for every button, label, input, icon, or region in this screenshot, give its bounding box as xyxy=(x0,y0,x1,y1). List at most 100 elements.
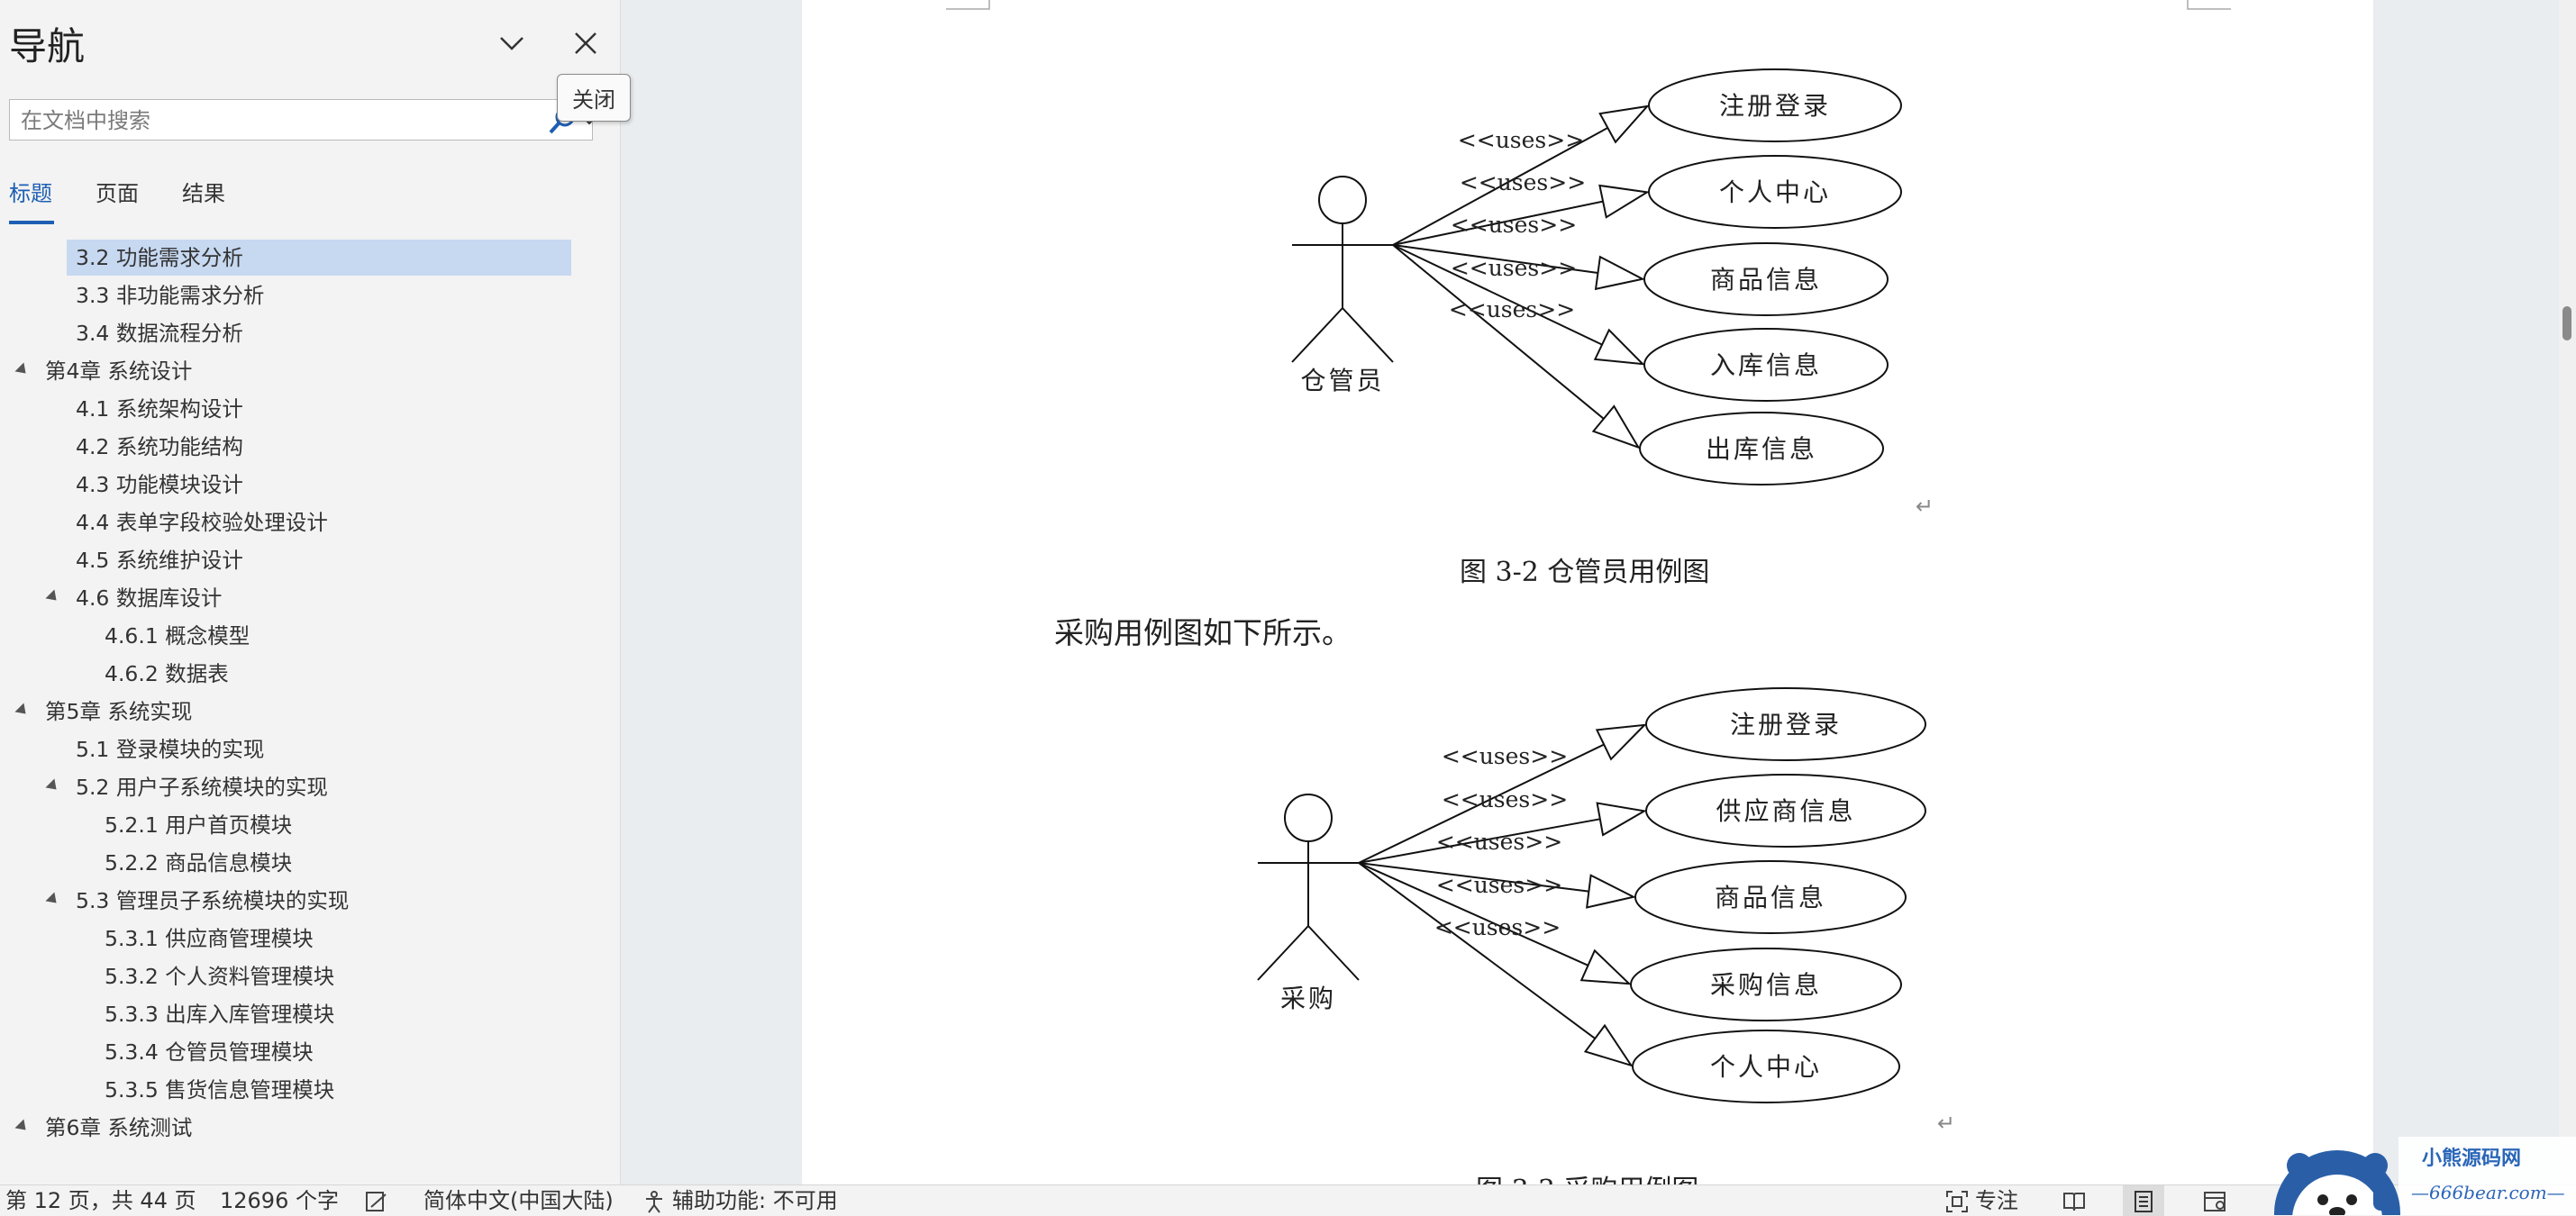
use-case-label: 商品信息 xyxy=(1715,883,1826,912)
page-count[interactable]: 第 12 页，共 44 页 xyxy=(5,1188,196,1213)
outline-item[interactable]: 5.2 用户子系统模块的实现 xyxy=(67,769,328,805)
outline-item[interactable]: 5.3 管理员子系统模块的实现 xyxy=(67,883,349,919)
actor-head xyxy=(1284,794,1333,842)
document-page[interactable] xyxy=(802,0,2373,1184)
outline-item[interactable]: 4.3 功能模块设计 xyxy=(67,467,243,503)
association-arrowhead xyxy=(1586,874,1636,909)
outline-item[interactable]: 4.1 系统架构设计 xyxy=(67,391,243,427)
outline-item[interactable]: 4.6.1 概念模型 xyxy=(96,618,250,654)
outline-item-label: 5.3 管理员子系统模块的实现 xyxy=(76,888,350,913)
outline-item-label: 5.3.5 售货信息管理模块 xyxy=(105,1077,335,1103)
search-input[interactable] xyxy=(10,100,545,141)
outline-item[interactable]: 4.5 系统维护设计 xyxy=(67,542,243,578)
outline-item-label: 5.2.1 用户首页模块 xyxy=(105,812,293,838)
focus-mode-icon[interactable] xyxy=(1944,1189,1970,1214)
body-paragraph: 采购用例图如下所示。 xyxy=(1054,615,1352,650)
proofing-icon[interactable] xyxy=(364,1189,389,1214)
outline-item-label: 5.3.3 出库入库管理模块 xyxy=(105,1002,335,1027)
web-layout-icon[interactable] xyxy=(2202,1189,2227,1214)
outline-item[interactable]: 5.2.2 商品信息模块 xyxy=(96,845,292,881)
actor-label: 仓管员 xyxy=(1300,366,1384,395)
tab-2[interactable]: 结果 xyxy=(182,181,225,206)
document-canvas[interactable] xyxy=(622,0,2576,1184)
use-case-diagram xyxy=(1257,687,1926,1103)
outline-item[interactable]: 3.3 非功能需求分析 xyxy=(67,277,264,313)
outline-item[interactable]: 5.3.5 售货信息管理模块 xyxy=(96,1072,334,1108)
uses-label: <<uses>> xyxy=(1442,786,1568,812)
outline-item[interactable]: 4.4 表单字段校验处理设计 xyxy=(67,504,328,540)
outline-item[interactable]: 5.3.1 供应商管理模块 xyxy=(96,921,314,957)
use-case-label: 供应商信息 xyxy=(1716,796,1855,826)
outline-item[interactable]: 第5章 系统实现 xyxy=(36,694,192,730)
accessibility-icon[interactable] xyxy=(642,1189,667,1214)
outline-item-label: 3.2 功能需求分析 xyxy=(76,245,243,270)
outline-item[interactable]: 3.4 数据流程分析 xyxy=(67,315,243,351)
use-case-label: 注册登录 xyxy=(1719,91,1831,121)
use-case-label: 出库信息 xyxy=(1706,434,1817,464)
chevron-down-icon[interactable] xyxy=(494,25,530,61)
association-arrowhead xyxy=(1598,184,1650,219)
close-icon[interactable] xyxy=(568,25,604,61)
use-case-label: 商品信息 xyxy=(1710,265,1822,295)
vertical-scrollbar[interactable] xyxy=(2559,0,2576,1184)
uses-label: <<uses>> xyxy=(1449,296,1575,322)
page-corner-mark xyxy=(2187,0,2231,10)
figure-caption-1: 图 3-2 仓管员用例图 xyxy=(1460,557,1710,588)
association-arrowhead xyxy=(1598,104,1650,144)
outline-item[interactable]: 5.3.4 仓管员管理模块 xyxy=(96,1034,314,1070)
print-layout-button[interactable] xyxy=(2123,1185,2164,1216)
tab-1[interactable]: 页面 xyxy=(96,181,139,206)
outline-item-label: 3.4 数据流程分析 xyxy=(76,321,243,346)
outline-item-label: 第4章 系统设计 xyxy=(45,358,193,384)
actor-label: 采购 xyxy=(1280,984,1336,1013)
association-arrowhead xyxy=(1591,404,1641,449)
outline-item-label: 4.1 系统架构设计 xyxy=(76,396,243,422)
outline-item-label: 4.6.1 概念模型 xyxy=(105,623,250,649)
association-line xyxy=(1358,862,1589,893)
association-arrowhead xyxy=(1579,948,1632,985)
use-case-label: 个人中心 xyxy=(1719,177,1831,207)
outline-item[interactable]: 5.3.3 出库入库管理模块 xyxy=(96,996,334,1032)
actor-leg xyxy=(1342,307,1394,363)
uses-label: <<uses>> xyxy=(1442,743,1568,769)
use-case-label: 个人中心 xyxy=(1710,1052,1822,1082)
outline-item[interactable]: 第6章 系统测试 xyxy=(36,1110,192,1146)
paragraph-mark: ↵ xyxy=(1937,1111,1955,1136)
read-mode-icon[interactable] xyxy=(2062,1189,2087,1214)
watermark-logo xyxy=(2274,1137,2576,1215)
outline-item-label: 第5章 系统实现 xyxy=(45,699,193,724)
association-line xyxy=(1358,743,1605,864)
outline-item[interactable]: 4.2 系统功能结构 xyxy=(67,429,243,465)
language-status[interactable]: 简体中文(中国大陆) xyxy=(423,1188,614,1213)
focus-mode-label[interactable]: 专注 xyxy=(1975,1188,2018,1213)
uses-label: <<uses>> xyxy=(1458,127,1584,153)
outline-item[interactable]: 3.2 功能需求分析 xyxy=(67,240,571,276)
scrollbar-thumb[interactable] xyxy=(2562,306,2571,340)
outline-item-label: 5.3.1 供应商管理模块 xyxy=(105,926,314,951)
outline-item[interactable]: 5.1 登录模块的实现 xyxy=(67,731,264,767)
uses-label: <<uses>> xyxy=(1451,212,1577,238)
word-count[interactable]: 12696 个字 xyxy=(220,1188,339,1213)
uses-label: <<uses>> xyxy=(1436,829,1562,855)
tab-0[interactable]: 标题 xyxy=(9,181,52,206)
outline-item-label: 4.2 系统功能结构 xyxy=(76,434,243,459)
association-line xyxy=(1358,818,1601,864)
outline-item-label: 4.5 系统维护设计 xyxy=(76,548,243,573)
uses-label: <<uses>> xyxy=(1451,255,1577,281)
outline-item-label: 3.3 非功能需求分析 xyxy=(76,283,265,308)
outline-item[interactable]: 4.6 数据库设计 xyxy=(67,580,222,616)
use-case-label: 注册登录 xyxy=(1730,710,1842,740)
nav-title: 导航 xyxy=(9,24,86,68)
outline-item-label: 5.2.2 商品信息模块 xyxy=(105,850,293,876)
outline-item[interactable]: 5.3.2 个人资料管理模块 xyxy=(96,958,334,994)
outline-item-label: 5.1 登录模块的实现 xyxy=(76,737,265,762)
outline-item-label: 5.3.2 个人资料管理模块 xyxy=(105,964,335,989)
outline-item[interactable]: 5.2.1 用户首页模块 xyxy=(96,807,292,843)
search-box xyxy=(9,99,596,141)
accessibility-status[interactable]: 辅助功能: 不可用 xyxy=(672,1188,838,1213)
outline-item[interactable]: 第4章 系统设计 xyxy=(36,353,192,389)
association-arrowhead xyxy=(1594,255,1645,291)
actor-leg xyxy=(1307,925,1360,981)
use-case-diagram xyxy=(1291,68,1902,485)
outline-item[interactable]: 4.6.2 数据表 xyxy=(96,656,229,692)
